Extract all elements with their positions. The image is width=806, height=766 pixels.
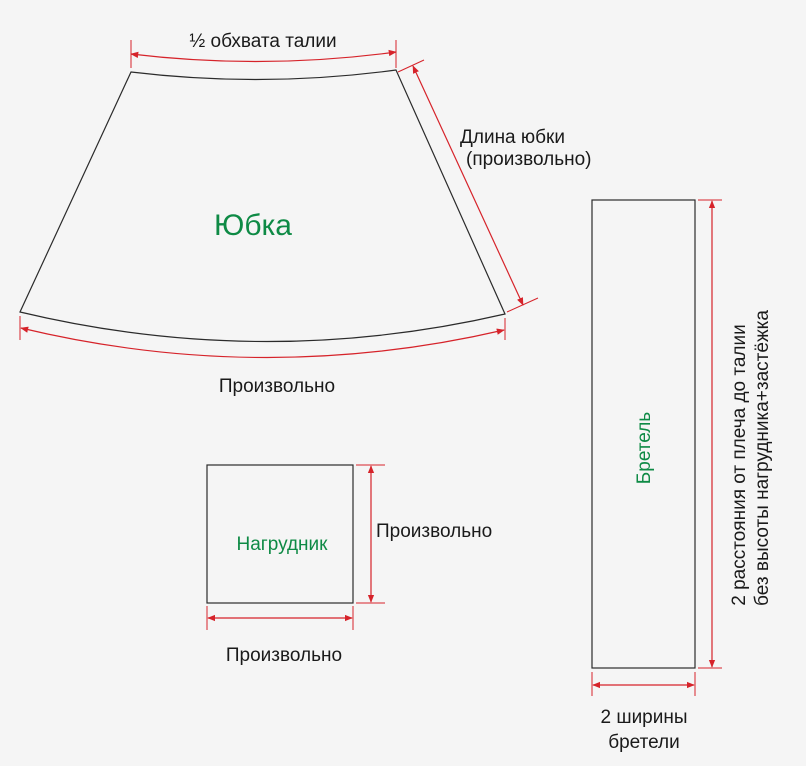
extension-line (397, 59, 425, 73)
skirt-length-dimension: Длина юбки (произвольно) (397, 59, 591, 313)
bib-piece: Нагрудник (206, 464, 354, 604)
skirt-hem-dimension: Произвольно (19, 316, 506, 397)
strap-width-label-2: бретели (608, 732, 680, 753)
strap-width-label-1: 2 ширины (600, 707, 687, 728)
strap-length-label-1: 2 расстояния от плеча до талии (729, 324, 750, 605)
strap-length-dimension: 2 расстояния от плеча до талии без высот… (698, 199, 773, 669)
strap-width-dimension: 2 ширины бретели (591, 672, 696, 753)
skirt-waist-label: ½ обхвата талии (189, 31, 336, 52)
skirt-length-label-1: Длина юбки (460, 127, 565, 148)
bib-height-dimension: Произвольно (356, 464, 492, 604)
bib-width-label: Произвольно (226, 645, 342, 666)
strap-title: Бретель (634, 412, 655, 484)
strap-length-label-2: без высоты нагрудника+застёжка (752, 310, 773, 606)
bib-width-dimension: Произвольно (206, 606, 354, 666)
skirt-length-label-2: (произвольно) (466, 149, 591, 170)
dimension-line (412, 65, 524, 306)
bib-title: Нагрудник (237, 534, 329, 555)
skirt-title: Юбка (214, 209, 292, 242)
dimension-line (130, 49, 397, 63)
bib-height-label: Произвольно (376, 521, 492, 542)
strap-outline (591, 199, 696, 669)
skirt-piece: Юбка (19, 69, 506, 343)
skirt-outline (19, 69, 506, 343)
skirt-waist-dimension: ½ обхвата талии (130, 31, 397, 68)
dimension-line (20, 326, 505, 359)
strap-piece: Бретель (591, 199, 696, 669)
skirt-hem-label: Произвольно (219, 376, 335, 397)
bib-outline (206, 464, 354, 604)
